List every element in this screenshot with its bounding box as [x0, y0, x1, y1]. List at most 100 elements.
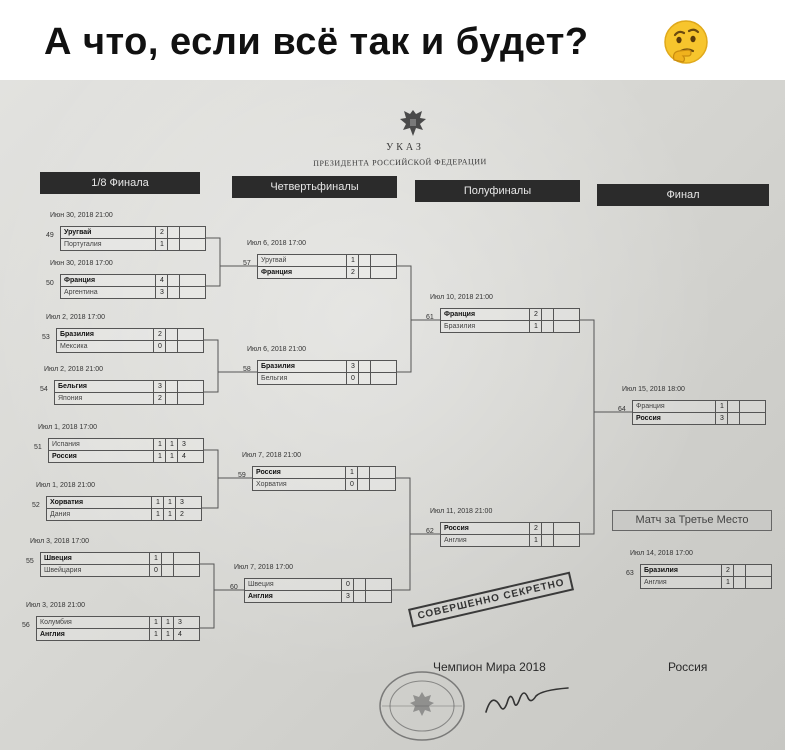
empty-score-cell [167, 275, 180, 286]
empty-score-cell [369, 479, 382, 490]
empty-score-cell [165, 393, 178, 404]
match-date: Июл 1, 2018 17:00 [38, 424, 97, 431]
team-score: 3 [155, 287, 168, 298]
match-number: 58 [243, 366, 251, 373]
empty-score-cell [365, 579, 378, 590]
team-score: 1 [165, 451, 178, 462]
empty-score-cell [553, 321, 566, 332]
team-score: 3 [153, 381, 166, 392]
empty-score-cell [733, 565, 746, 576]
team-row: Мексика 0 [56, 340, 204, 353]
empty-score-cell [177, 329, 190, 340]
team-score: 2 [721, 565, 734, 576]
team-name: Франция [64, 277, 96, 284]
double-headed-eagle-icon [400, 110, 426, 136]
team-name: Мексика [60, 343, 88, 350]
match-date: Июн 30, 2018 17:00 [50, 260, 113, 267]
team-name: Португалия [64, 241, 102, 248]
team-score: 0 [153, 341, 166, 352]
match-date: Июл 7, 2018 21:00 [242, 452, 301, 459]
empty-score-cell [161, 553, 174, 564]
empty-score-cell [179, 287, 192, 298]
empty-score-cell [161, 565, 174, 576]
decree-header: УКАЗ [386, 142, 424, 153]
match-number: 57 [243, 260, 251, 267]
bracket-connector [580, 319, 632, 535]
bracket-lines [200, 237, 632, 629]
team-name: Россия [256, 469, 281, 476]
match-number: 50 [46, 280, 54, 287]
team-score: 1 [149, 617, 162, 628]
team-name: Россия [444, 525, 469, 532]
bracket-connector [200, 563, 244, 629]
team-score: 0 [345, 479, 358, 490]
team-score: 3 [177, 439, 190, 450]
empty-score-cell [167, 287, 180, 298]
team-name: Россия [636, 415, 661, 422]
empty-score-cell [357, 467, 370, 478]
team-score: 3 [715, 413, 728, 424]
empty-score-cell [541, 321, 554, 332]
team-name: Япония [58, 395, 83, 402]
team-score: 0 [341, 579, 354, 590]
team-name: Испания [52, 441, 80, 448]
team-name: Швеция [248, 581, 274, 588]
round-seal-icon [379, 671, 465, 741]
empty-score-cell [353, 579, 366, 590]
team-name: Хорватия [50, 499, 84, 506]
team-score: 1 [151, 497, 164, 508]
meme-title: А что, если всё так и будет? [44, 21, 589, 63]
match-number: 54 [40, 386, 48, 393]
team-score: 2 [155, 227, 168, 238]
champion-value: Россия [668, 660, 708, 674]
match-date: Июл 2, 2018 17:00 [46, 314, 105, 321]
empty-score-cell [727, 401, 740, 412]
team-name: Англия [444, 537, 467, 544]
third-place-label: Матч за Третье Место [612, 510, 772, 531]
empty-score-cell [179, 227, 192, 238]
team-name: Бразилия [261, 363, 295, 370]
team-score: 1 [163, 497, 176, 508]
team-score: 1 [151, 509, 164, 520]
empty-score-cell [365, 591, 378, 602]
empty-score-cell [733, 577, 746, 588]
empty-score-cell [541, 535, 554, 546]
match-date: Июл 11, 2018 21:00 [430, 508, 493, 515]
team-score: 3 [346, 361, 359, 372]
empty-score-cell [177, 393, 190, 404]
empty-score-cell [165, 341, 178, 352]
document-photo: УКАЗ ПРЕЗИДЕНТА РОССИЙСКОЙ ФЕДЕРАЦИИ 1/8… [0, 80, 785, 750]
match-date: Июл 10, 2018 21:00 [430, 294, 493, 301]
champion-label: Чемпион Мира 2018 [433, 660, 546, 674]
empty-score-cell [173, 565, 186, 576]
empty-score-cell [541, 309, 554, 320]
team-name: Бразилия [60, 331, 94, 338]
team-name: Бельгия [58, 383, 87, 390]
empty-score-cell [541, 523, 554, 534]
empty-score-cell [358, 267, 371, 278]
team-score: 2 [175, 509, 188, 520]
thinking-face-icon [664, 20, 708, 64]
match-number: 63 [626, 570, 634, 577]
team-name: Швеция [44, 555, 72, 562]
round-header: 1/8 Финала [40, 172, 200, 194]
match-number: 64 [618, 406, 626, 413]
empty-score-cell [167, 239, 180, 250]
empty-score-cell [727, 413, 740, 424]
team-name: Швейцария [44, 567, 82, 574]
empty-score-cell [370, 373, 383, 384]
